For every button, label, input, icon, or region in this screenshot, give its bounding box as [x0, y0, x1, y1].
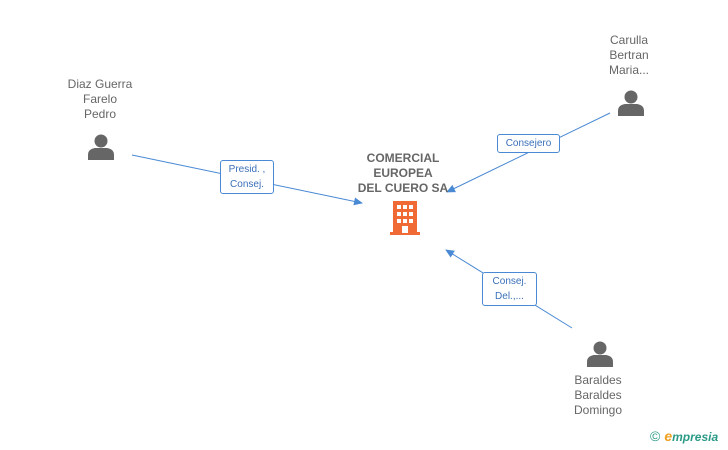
role-label-line: Consej. — [230, 179, 264, 190]
person-name[interactable]: Carulla Bertran Maria... — [594, 33, 664, 78]
role-label-line: Presid. , — [228, 164, 266, 175]
company-name-line: COMERCIAL — [366, 151, 440, 165]
role-label-box[interactable]: Consejero — [497, 134, 560, 153]
empresia-logo: empresia — [664, 428, 718, 444]
person-icon[interactable] — [618, 90, 644, 117]
building-icon[interactable] — [390, 201, 420, 235]
copyright-symbol: © — [650, 428, 661, 444]
person-name-line: Bertran — [609, 48, 649, 62]
person-name-line: Baraldes — [574, 388, 622, 402]
person-icon[interactable] — [88, 134, 114, 161]
person-icon[interactable] — [587, 341, 613, 368]
person-name-line: Pedro — [83, 107, 117, 121]
person-name[interactable]: Baraldes Baraldes Domingo — [560, 373, 636, 418]
company-name-line: DEL CUERO SA — [357, 181, 449, 195]
person-name-line: Farelo — [82, 92, 117, 106]
person-name-line: Domingo — [573, 403, 623, 417]
person-name[interactable]: Diaz Guerra Farelo Pedro — [56, 77, 144, 122]
person-name-line: Baraldes — [574, 373, 622, 387]
person-name-line: Carulla — [609, 33, 648, 47]
person-name-line: Maria... — [608, 63, 649, 77]
role-label-box[interactable]: Presid. , Consej. — [220, 160, 274, 194]
role-label-line: Consejero — [505, 138, 552, 149]
brand-initial: e — [664, 428, 673, 444]
role-label-box[interactable]: Consej. Del.,... — [482, 272, 537, 306]
role-label-line: Del.,... — [495, 291, 524, 302]
role-label-line: Consej. — [492, 276, 527, 287]
empresia-watermark: © empresia — [650, 428, 718, 444]
brand-rest: mpresia — [672, 430, 719, 444]
company-name-line: EUROPEA — [373, 166, 433, 180]
company-name[interactable]: COMERCIAL EUROPEA DEL CUERO SA — [352, 151, 454, 196]
person-name-line: Diaz Guerra — [67, 77, 133, 91]
